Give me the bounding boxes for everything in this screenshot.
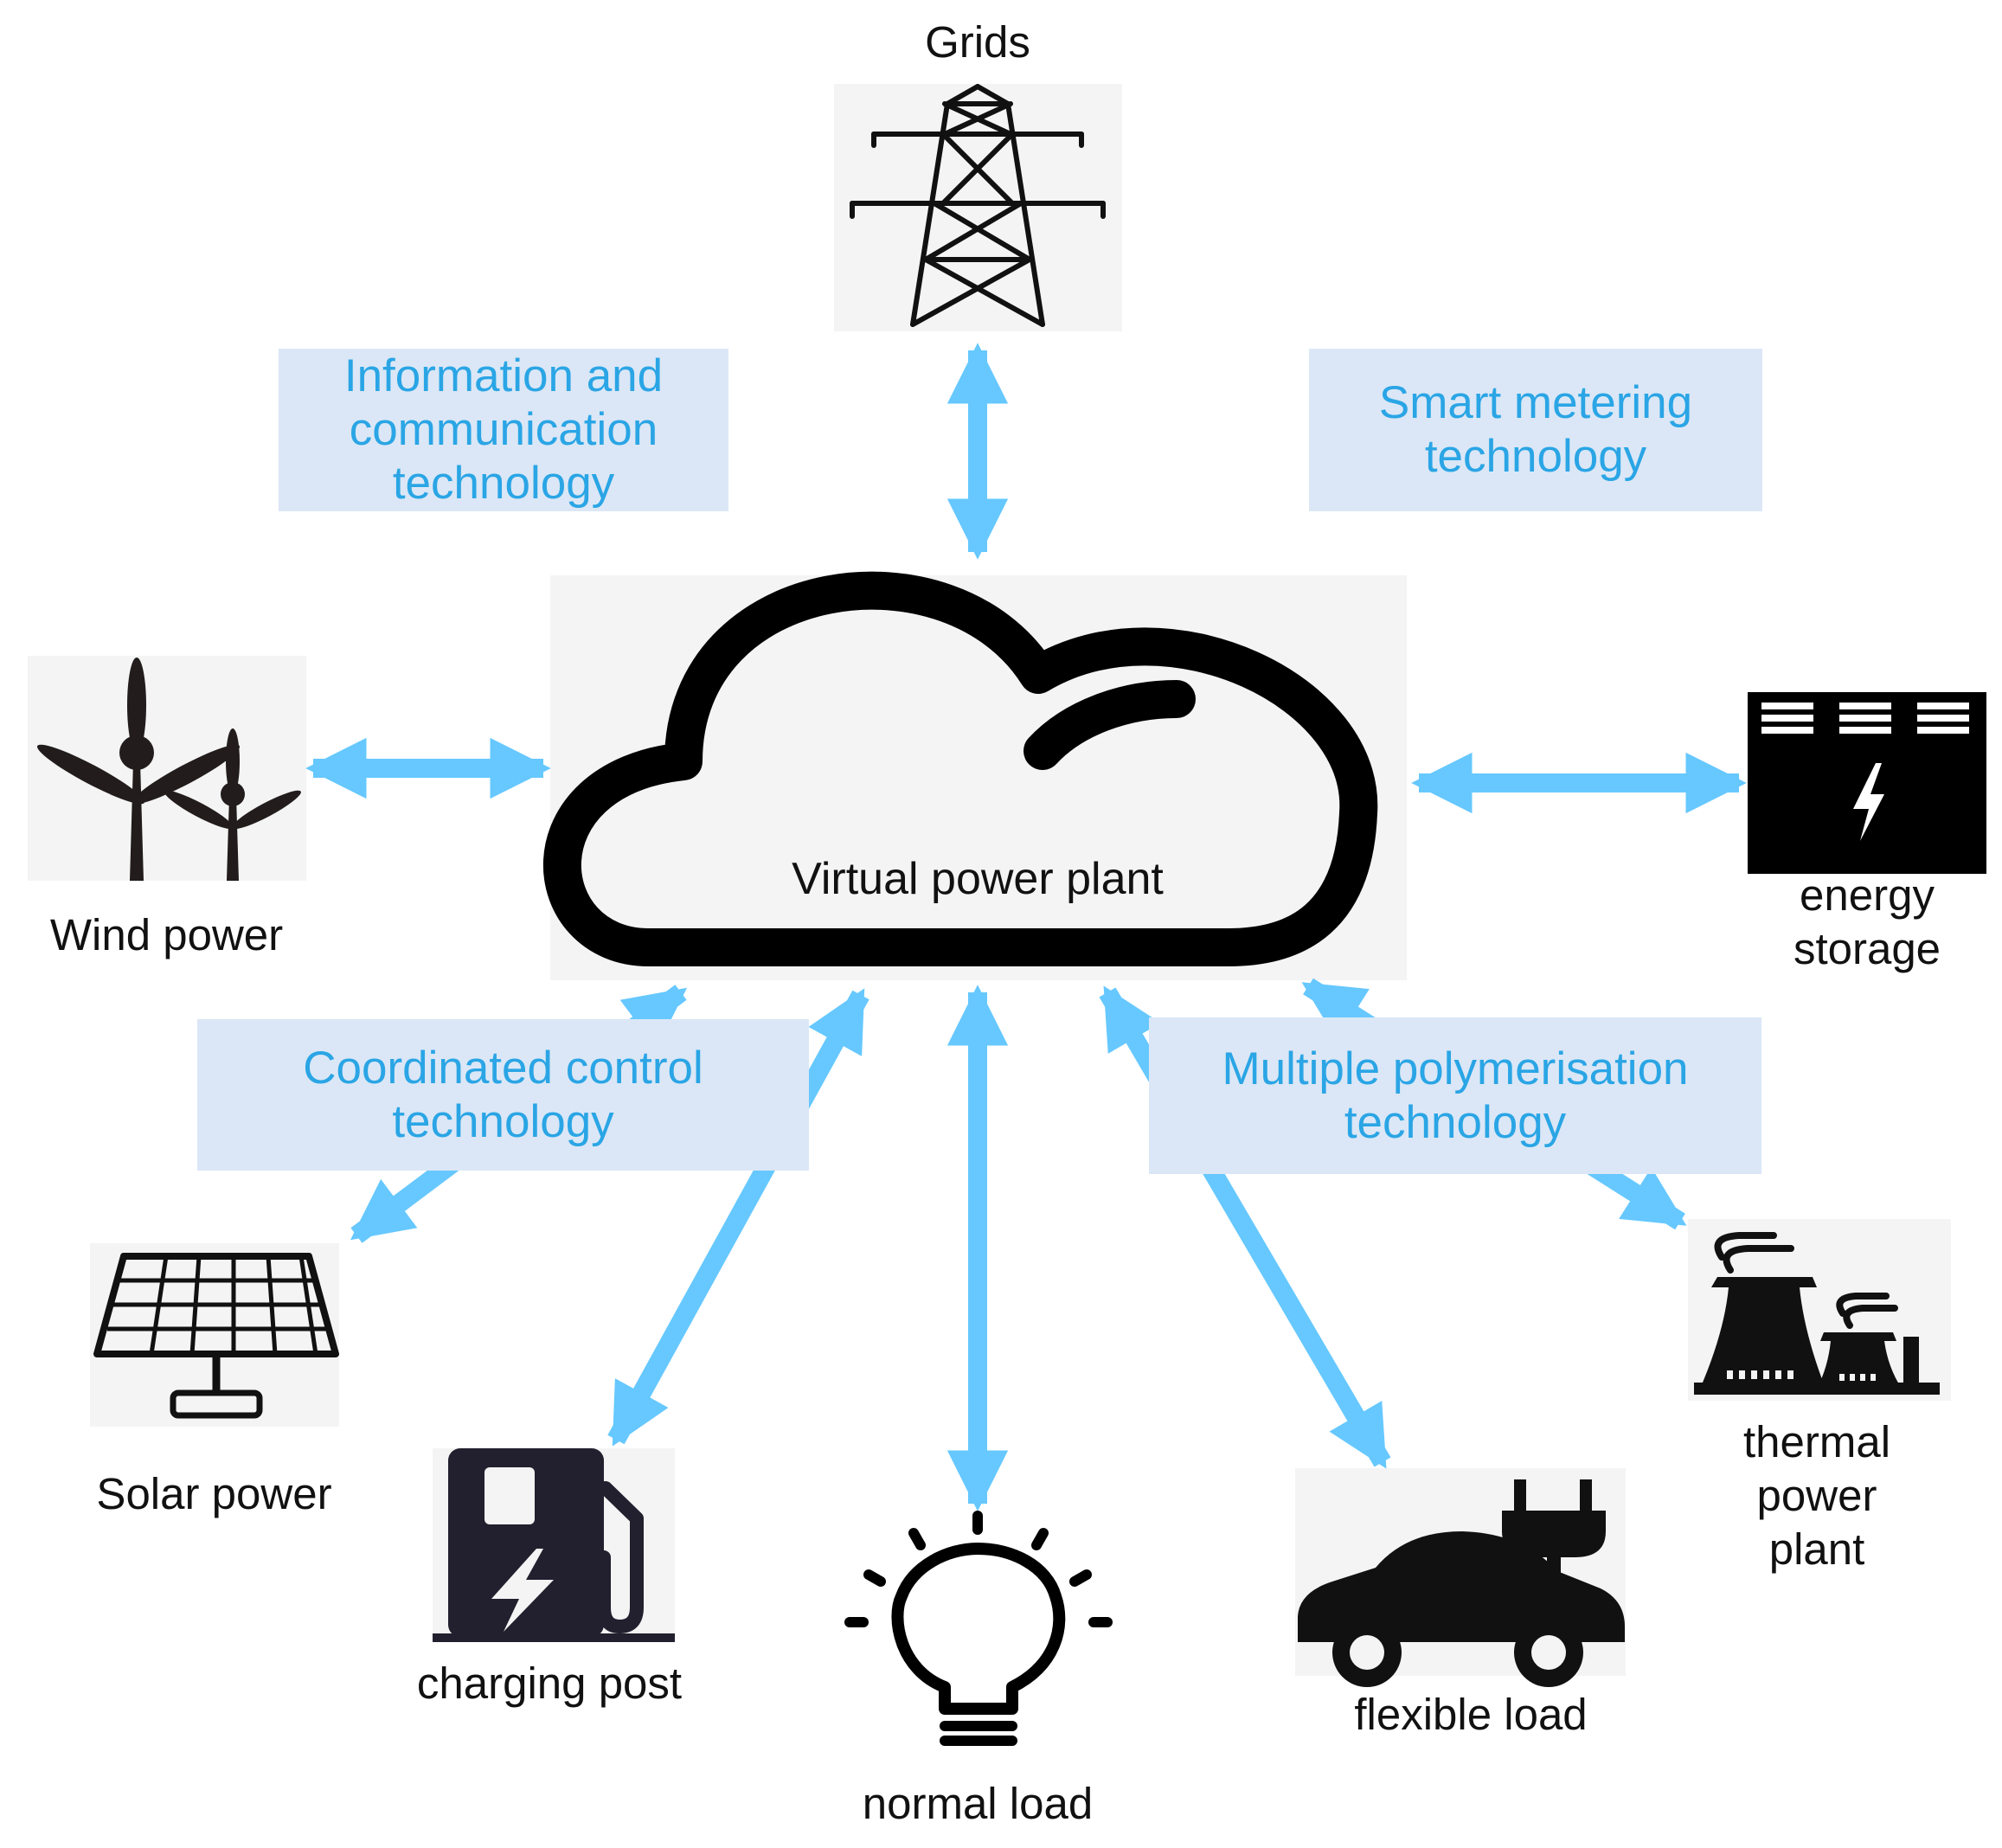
solar-power-label: Solar power [96, 1469, 332, 1518]
wind-power-label: Wind power [49, 910, 284, 959]
smart-metering-technology-box: Smart metering technology [1309, 349, 1762, 511]
thermal-power-plant-icon [1694, 1232, 1940, 1395]
virtual-power-plant-label: Virtual power plant [792, 854, 1164, 904]
electric-car-icon [1298, 1479, 1625, 1687]
coordinated-control-technology-box: Coordinated control technology [197, 1019, 809, 1171]
charging-post-label: charging post [416, 1659, 683, 1708]
normal-load-label: normal load [862, 1779, 1094, 1828]
grids-label: Grids [925, 17, 1030, 67]
transmission-tower-icon [850, 84, 1106, 327]
solar-icon-bg [90, 1243, 339, 1427]
energy-storage-icon [1748, 692, 1986, 874]
light-bulb-icon [844, 1511, 1113, 1746]
solar-panel-icon [93, 1253, 339, 1419]
multiple-polymerisation-technology-box: Multiple polymerisation technology [1149, 1017, 1761, 1174]
thermal-power-plant-label: thermal power plant [1742, 1417, 1891, 1574]
charging-post-icon [433, 1448, 675, 1642]
ict-technology-box: Information and communication technology [279, 349, 728, 511]
energy-storage-label: energy storage [1793, 870, 1941, 973]
arrow-charging [607, 988, 869, 1447]
flexible-load-label: flexible load [1354, 1690, 1588, 1739]
cloud-icon [542, 571, 1378, 966]
wind-turbine-icon [36, 658, 301, 881]
